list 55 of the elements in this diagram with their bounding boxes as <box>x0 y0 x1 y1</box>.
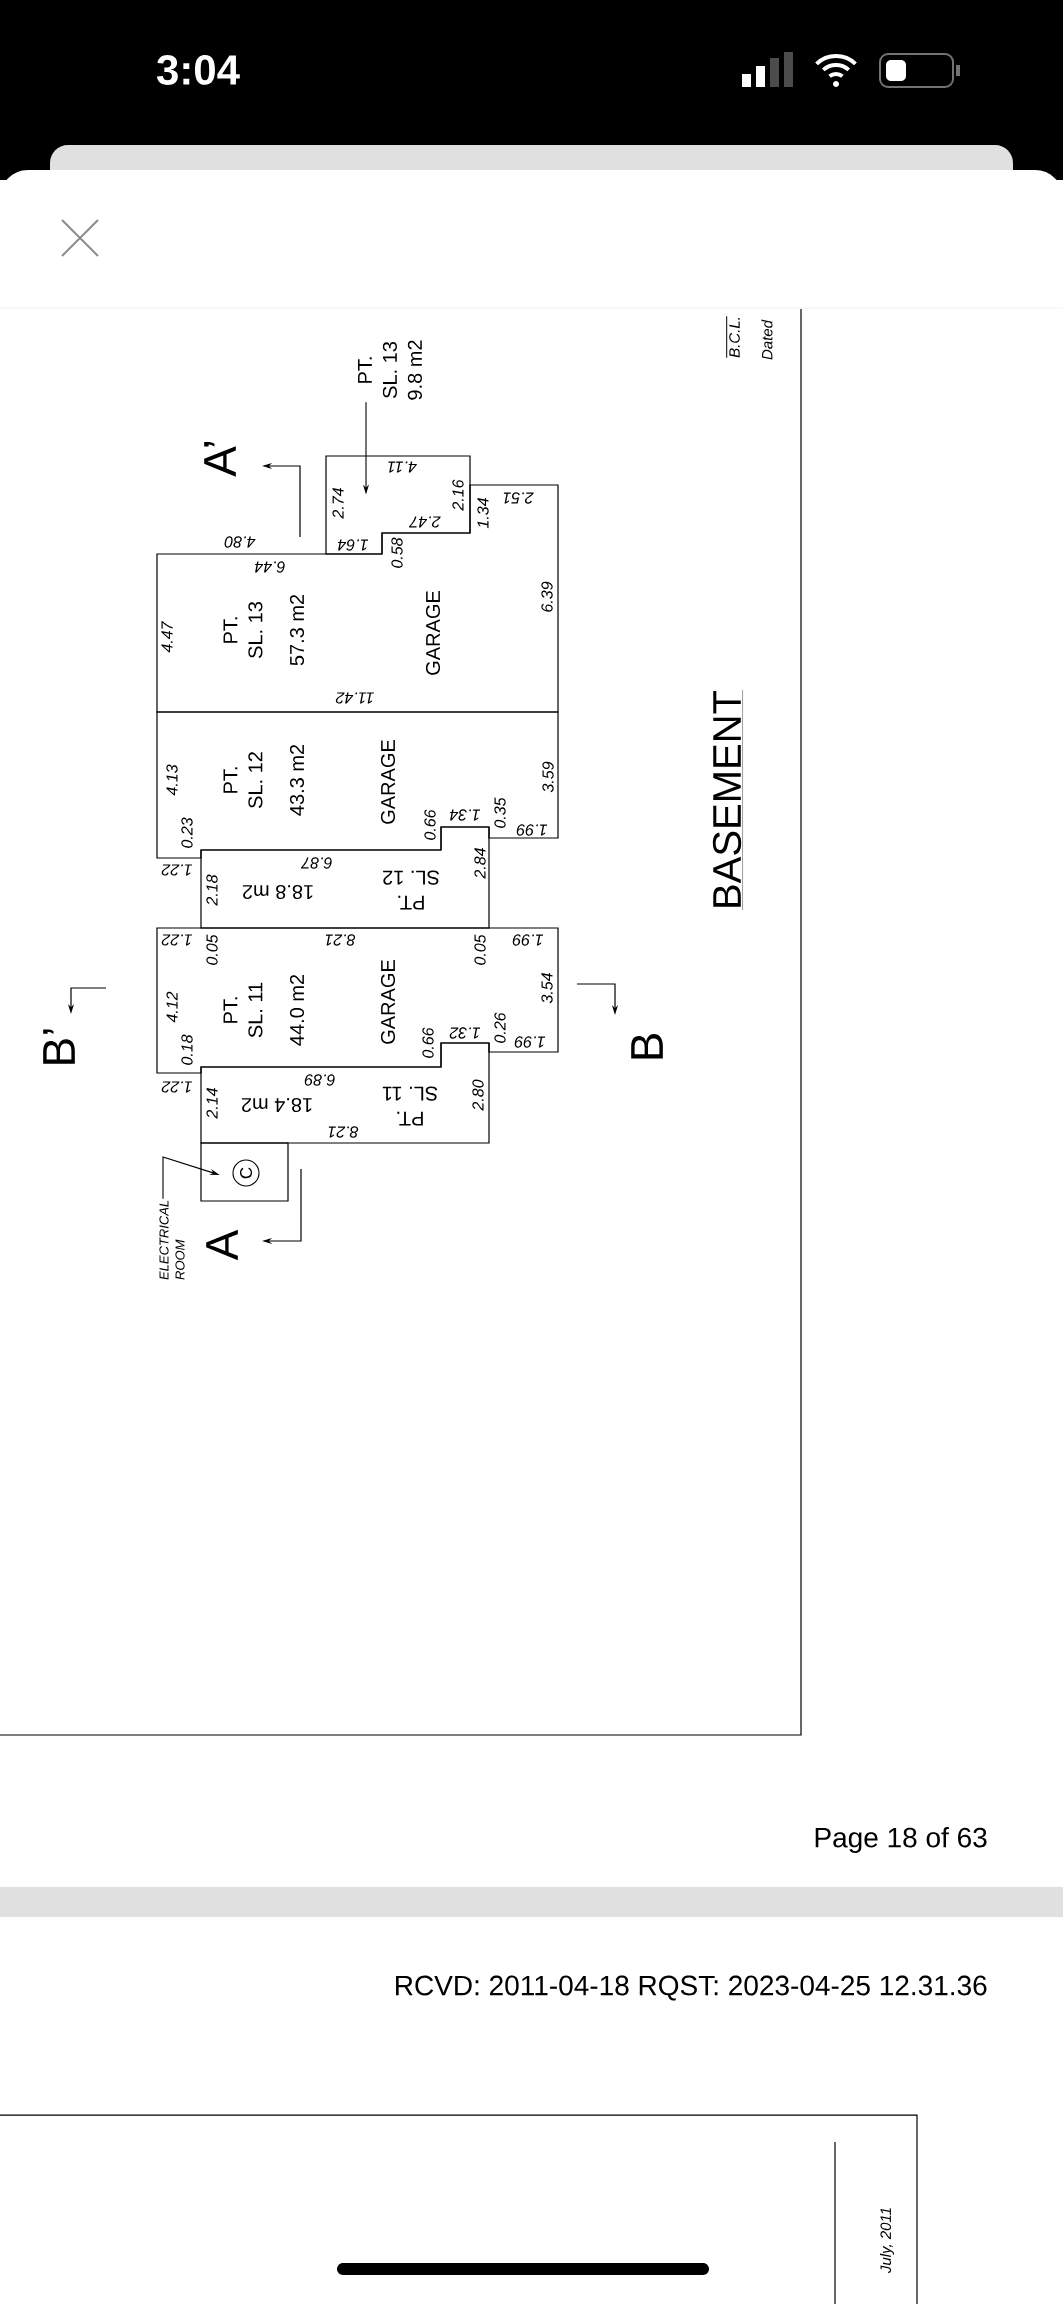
timestamp-text: RCVD: 2011-04-18 RQST: 2023-04-25 12.31.36 <box>396 1975 987 2001</box>
dimension-label: 8.21 <box>328 1126 359 1138</box>
lot-label: PT. SL. 13 9.8 m2 <box>358 340 422 400</box>
dimension-label: 0.05 <box>206 934 218 965</box>
dimension-label: 0.18 <box>181 1034 193 1065</box>
dimension-label: 1.32 <box>449 1027 481 1039</box>
dimension-label: 1.34 <box>477 498 489 529</box>
dimension-label: 4.11 <box>388 461 417 473</box>
section-letter: A <box>206 1229 238 1261</box>
dimension-label: 1.22 <box>161 864 193 876</box>
dimension-label: 1.34 <box>450 809 481 821</box>
section-letter: B’ <box>43 1029 75 1064</box>
room-label: ELECTRICAL ROOM <box>159 1200 185 1280</box>
dimension-label: 2.47 <box>408 516 441 528</box>
dimension-label: 2.18 <box>206 874 218 906</box>
status-time: 3:04 <box>156 55 240 85</box>
dimension-label: 8.21 <box>325 934 356 946</box>
dimension-label: 2.80 <box>472 1079 484 1111</box>
dimension-label: 0.35 <box>494 797 506 828</box>
dimension-label: 0.66 <box>422 1027 434 1058</box>
dimension-label: 3.54 <box>541 973 553 1004</box>
dimension-label: 2.51 <box>503 492 534 504</box>
dimension-label: 4.13 <box>166 764 178 796</box>
dimension-label: 1.64 <box>338 539 369 551</box>
section-letter: B <box>631 1034 663 1059</box>
note-text: B.C.L. <box>726 315 740 359</box>
note-text: Dated <box>761 319 773 360</box>
dimension-label: 4.47 <box>161 620 173 653</box>
floor-label: BASEMENT <box>712 689 743 911</box>
dimension-label: 6.44 <box>255 561 285 573</box>
dimension-label: 0.26 <box>494 1012 506 1043</box>
room-box <box>200 1142 289 1202</box>
dimension-label: 0.66 <box>424 809 436 840</box>
dimension-label: 0.23 <box>181 817 193 848</box>
dimension-label: 2.74 <box>332 488 344 519</box>
page-number: Page 18 of 63 <box>815 1827 987 1854</box>
dimension-label: 3.59 <box>542 761 554 793</box>
dimension-label: 4.80 <box>224 536 256 548</box>
dimension-label: 0.05 <box>474 934 486 965</box>
dimension-label: 1.99 <box>514 1036 546 1048</box>
dimension-label: 6.39 <box>541 581 553 612</box>
dimension-label: 0.58 <box>391 537 403 568</box>
dimension-label: 2.16 <box>452 479 464 511</box>
dimension-label: 6.87 <box>300 857 332 869</box>
dimension-label: 4.12 <box>166 991 178 1023</box>
dimension-label: 1.22 <box>161 934 193 946</box>
dimension-label: 1.22 <box>161 1081 193 1093</box>
dimension-label: 2.14 <box>206 1088 218 1119</box>
dimension-label: 1.99 <box>516 824 548 836</box>
date-text: July, 2011 <box>880 2208 894 2274</box>
dimension-label: 11.42 <box>335 692 374 704</box>
section-letter: A’ <box>204 442 236 477</box>
dimension-label: 2.84 <box>474 848 486 879</box>
dimension-label: 6.89 <box>304 1074 335 1086</box>
dimension-label: 1.99 <box>512 934 544 946</box>
